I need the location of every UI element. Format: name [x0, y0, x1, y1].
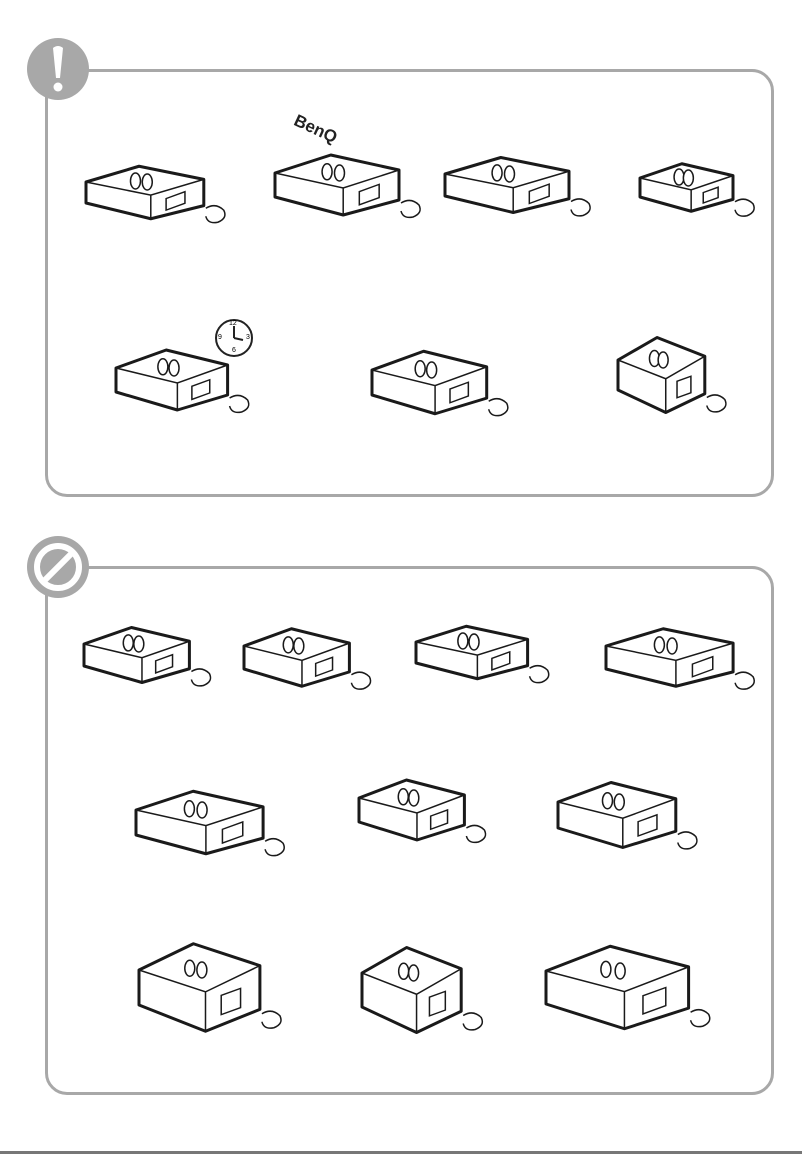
- illustration-dry-hands-plug: [335, 320, 520, 445]
- projector-body: [134, 789, 265, 856]
- projector-body: [556, 781, 678, 849]
- hand: [465, 824, 487, 844]
- clock-12: 12: [229, 320, 237, 327]
- projector-body: [273, 153, 401, 217]
- projector-body: [544, 944, 691, 1031]
- hand: [261, 1010, 282, 1029]
- illustration-no-heat-sources: [500, 905, 730, 1070]
- projector-body: [242, 627, 351, 688]
- illustration-no-looking-into-lens: [100, 900, 295, 1075]
- hand: [228, 394, 250, 414]
- projector-body: [414, 624, 530, 681]
- illustration-no-liquids: [325, 750, 495, 870]
- prohibition-icon: [27, 536, 89, 598]
- illustration-no-disassembly: [50, 600, 220, 710]
- hand: [190, 668, 212, 687]
- hand: [487, 397, 509, 417]
- hand: [462, 1012, 484, 1031]
- hand: [400, 199, 421, 219]
- illustration-no-soft-surface: [95, 760, 300, 885]
- illustration-no-blocking-vents: [210, 600, 380, 715]
- projector-body: [114, 348, 230, 412]
- illustration-no-enclosed-space: [330, 905, 490, 1075]
- exclamation-icon: [27, 38, 89, 100]
- clock-icon: 12 3 6 9: [214, 318, 254, 358]
- illustration-read-manual: [48, 140, 238, 245]
- hand: [205, 204, 226, 224]
- clock-3: 3: [246, 334, 250, 341]
- caution-panel: [45, 69, 774, 497]
- projector-body: [604, 627, 735, 688]
- illustration-no-hot-surface-touch: [565, 600, 770, 715]
- projector-body: [84, 164, 206, 221]
- illustration-no-stacking: [520, 750, 710, 880]
- projector-body: [443, 156, 571, 214]
- hand: [350, 671, 372, 690]
- prohibition-panel: [45, 566, 774, 1095]
- hand: [706, 394, 727, 413]
- illustration-use-genuine-parts: [235, 125, 435, 245]
- projector-body: [360, 946, 463, 1034]
- illustration-altitude-limit: [590, 300, 730, 450]
- clock-6: 6: [232, 347, 236, 354]
- hand: [528, 664, 550, 684]
- hand: [734, 198, 755, 217]
- hand: [570, 198, 591, 217]
- illustration-unplug-when-idle: [610, 140, 760, 235]
- clock-9: 9: [218, 334, 222, 341]
- illustration-place-upright: [405, 130, 605, 240]
- footer-rule: [0, 1151, 802, 1154]
- illustration-no-covering: [380, 600, 560, 705]
- projector-body: [82, 626, 191, 684]
- hand: [264, 837, 285, 857]
- projector-body: [616, 336, 707, 414]
- hand: [734, 671, 755, 690]
- projector-body: [137, 942, 262, 1033]
- projector-body: [357, 778, 466, 842]
- illustration-warm-up-lamp: [80, 320, 260, 440]
- projector-body: [370, 349, 489, 416]
- hand: [677, 831, 698, 850]
- projector-body: [638, 162, 735, 213]
- hand: [689, 1008, 711, 1028]
